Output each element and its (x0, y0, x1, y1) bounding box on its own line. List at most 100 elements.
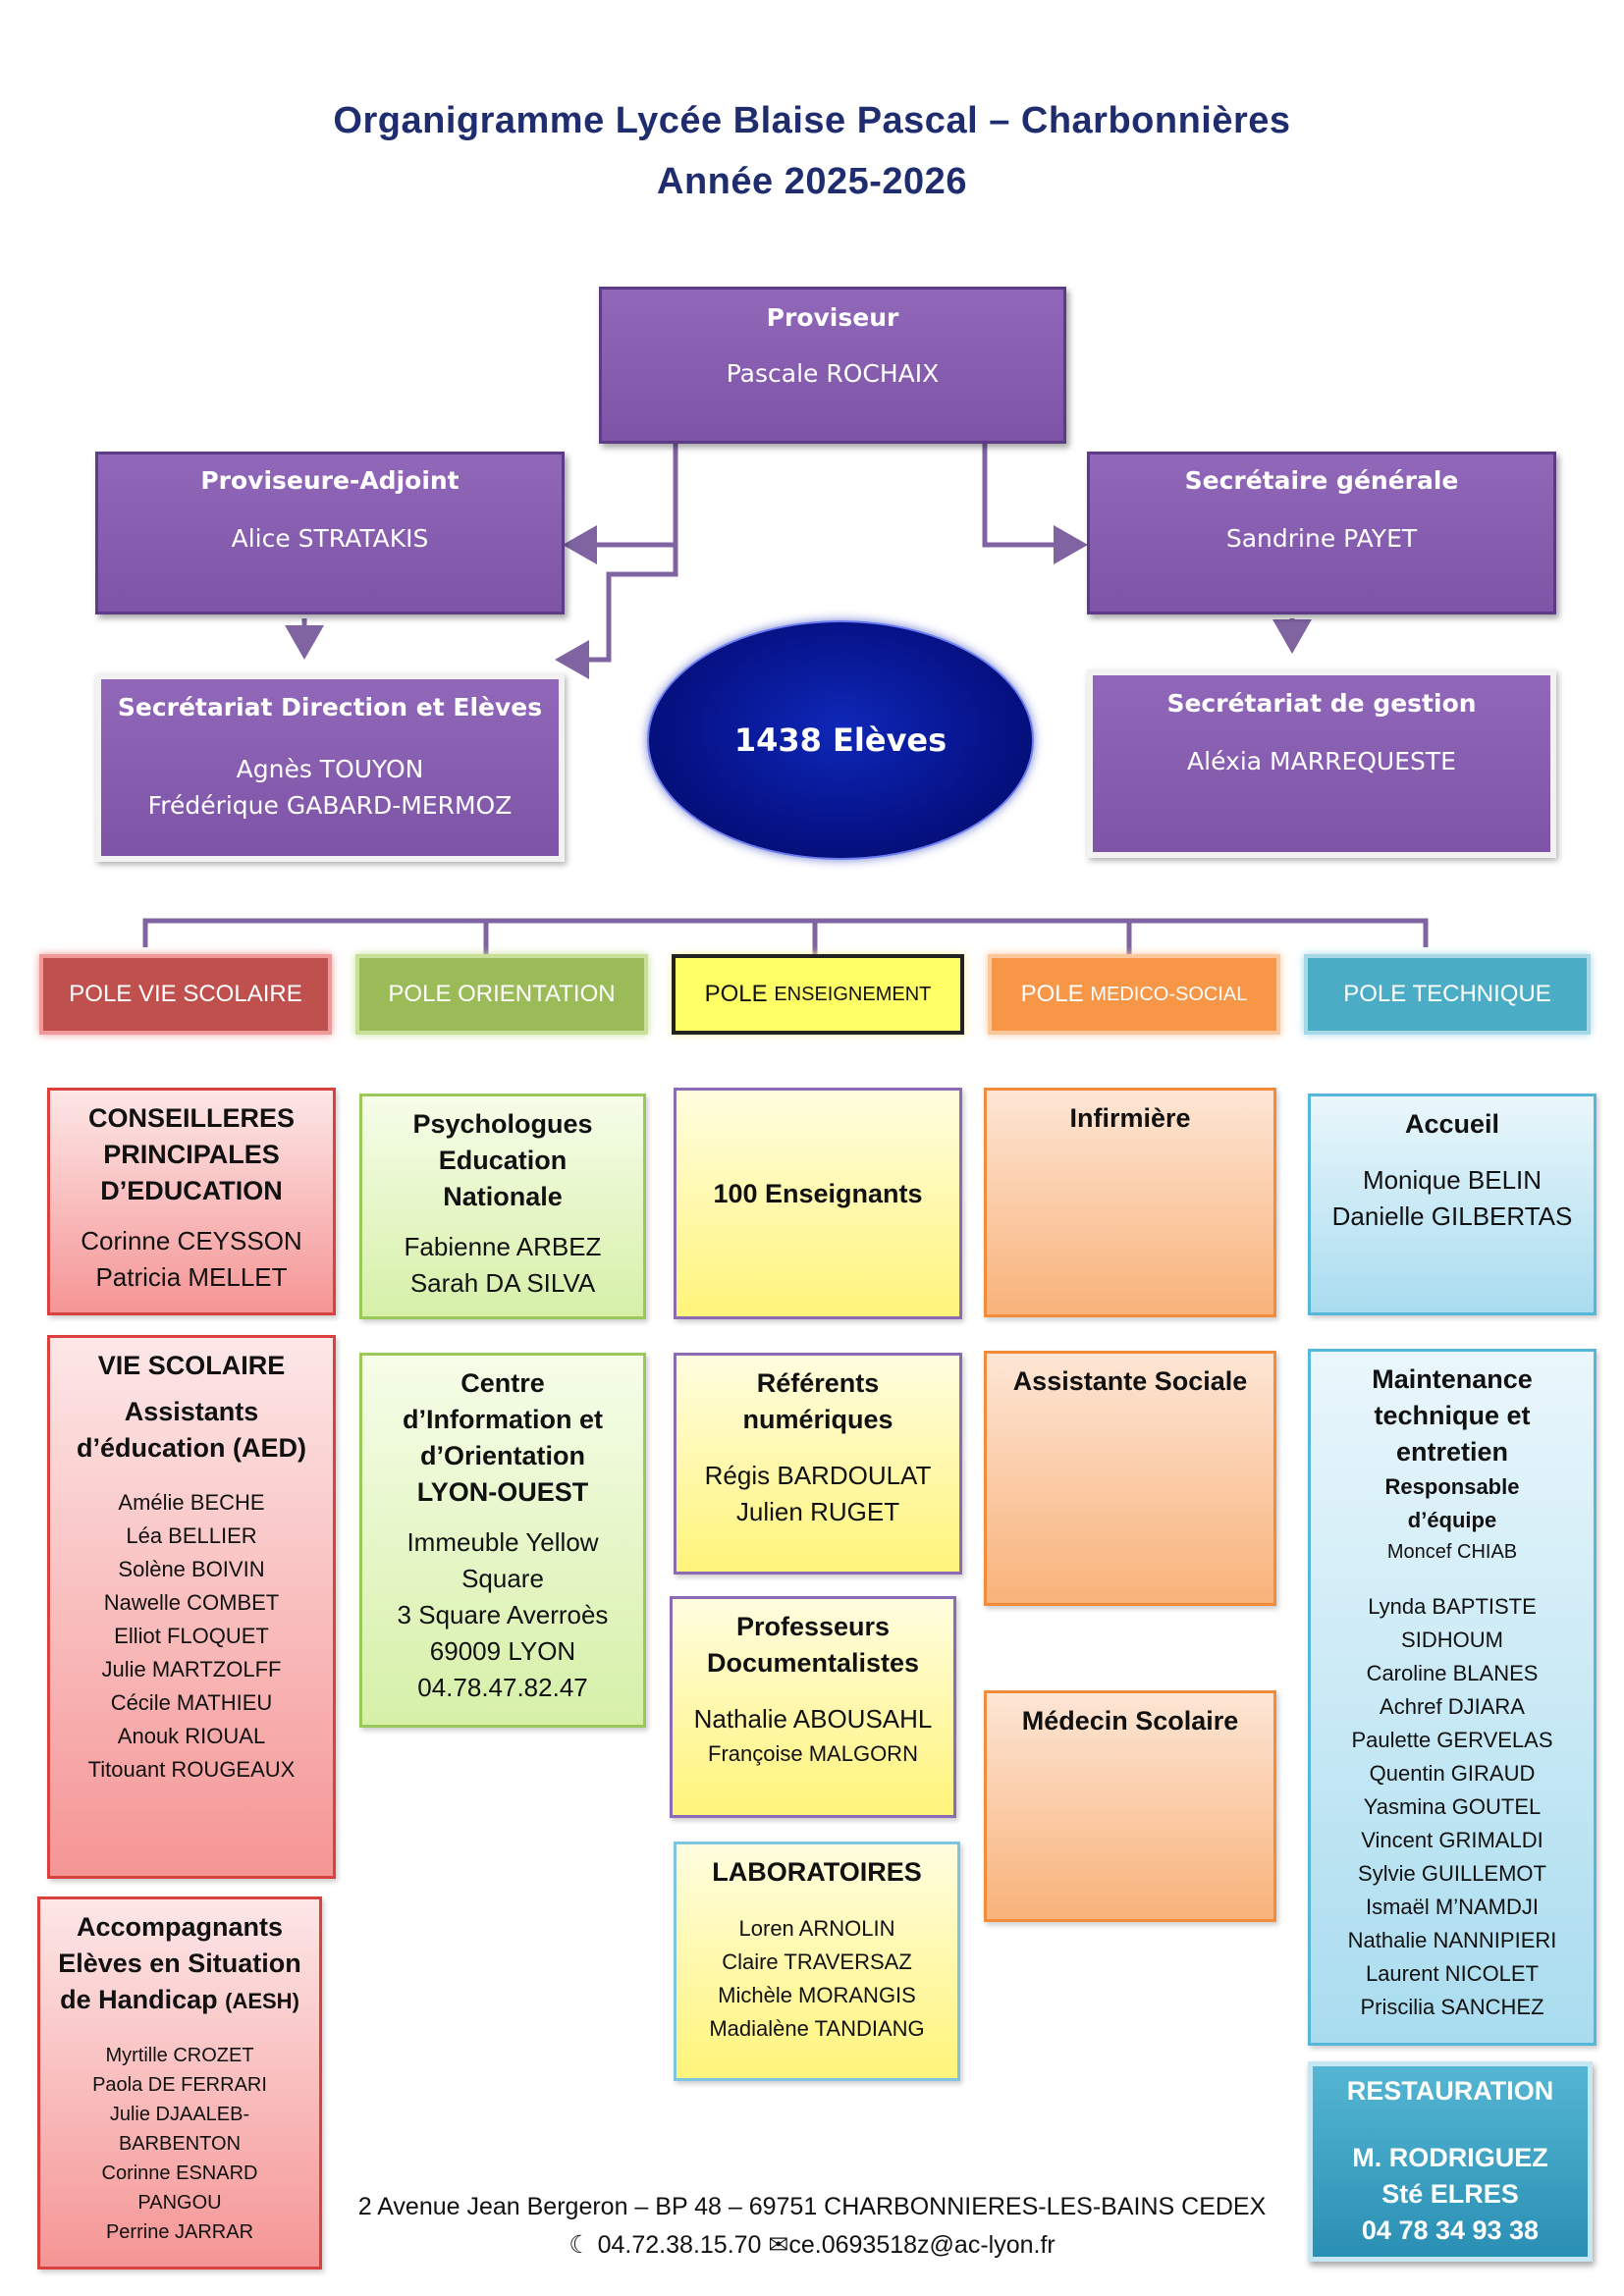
aesh-list: Myrtille CROZET Paola DE FERRARI Julie D… (40, 2041, 319, 2247)
maintenance-card: Maintenance technique et entretien Respo… (1308, 1349, 1597, 2046)
psy-title-1: Psychologues (412, 1109, 593, 1139)
psychologues-card: Psychologues Education Nationale Fabienn… (359, 1094, 646, 1319)
docs-name-1: Nathalie ABOUSAHL (693, 1704, 933, 1734)
cio-card: Centre d’Information et d’Orientation LY… (359, 1353, 646, 1728)
cio-line-2: Square (461, 1564, 544, 1593)
proviseur-title: Proviseur (766, 303, 899, 332)
referents-name-2: Julien RUGET (735, 1497, 900, 1526)
adjoint-name: Alice STRATAKIS (231, 524, 429, 553)
year-title: Année 2025-2026 (657, 161, 967, 202)
docs-title-1: Professeurs (735, 1612, 891, 1641)
pole-vie-scolaire: POLE VIE SCOLAIRE (39, 954, 332, 1035)
aesh-title-2: Elèves en Situation (58, 1949, 301, 1978)
aed-name: Elliot FLOQUET (114, 1624, 269, 1648)
labo-name: Michèle MORANGIS (718, 1983, 916, 2007)
pole-medico-label-small: MEDICO-SOCIAL (1090, 983, 1248, 1005)
cio-line-1: Immeuble Yellow (406, 1527, 599, 1557)
secretariat-direction-title: Secrétariat Direction et Elèves (117, 693, 543, 721)
infirmiere-card: Infirmière (984, 1088, 1276, 1317)
medecin-scolaire-title: Médecin Scolaire (1021, 1706, 1239, 1735)
secretariat-direction-name-1: Agnès TOUYON (236, 755, 424, 783)
cio-title-3: d’Orientation (420, 1441, 585, 1470)
arrow-to-adjoint (563, 442, 678, 564)
pole-medico-social: POLE MEDICO-SOCIAL (988, 954, 1280, 1035)
pole-enseignement-label-small: ENSEIGNEMENT (774, 983, 932, 1005)
docs-title-2: Documentalistes (706, 1648, 920, 1678)
cio-title-4: LYON-OUEST (416, 1477, 589, 1507)
cpe-name-2: Patricia MELLET (95, 1262, 288, 1292)
psy-name-1: Fabienne ARBEZ (404, 1232, 602, 1261)
maintenance-name: Vincent GRIMALDI (1361, 1828, 1543, 1852)
secretariat-gestion-name: Aléxia MARREQUESTE (1187, 747, 1456, 775)
page-title: Organigramme Lycée Blaise Pascal – Charb… (333, 100, 1291, 141)
aed-name: Solène BOIVIN (118, 1557, 265, 1581)
aed-list: Amélie BECHE Léa BELLIER Solène BOIVIN N… (50, 1486, 333, 1787)
adjoint-box: Proviseure-Adjoint Alice STRATAKIS (95, 452, 565, 614)
aesh-title-3-main: de Handicap (60, 1985, 226, 2014)
documentalistes-card: Professeurs Documentalistes Nathalie ABO… (670, 1596, 956, 1818)
cpe-title-2: PRINCIPALES (103, 1140, 280, 1169)
responsable-name: Moncef CHIAB (1386, 1541, 1518, 1563)
secretariat-gestion-title: Secrétariat de gestion (1166, 689, 1477, 718)
cpe-card: CONSEILLERES PRINCIPALES D’EDUCATION Cor… (47, 1088, 336, 1315)
maintenance-name: Sylvie GUILLEMOT (1358, 1861, 1546, 1886)
psy-name-2: Sarah DA SILVA (409, 1268, 596, 1298)
aesh-name: Perrine JARRAR (105, 2221, 254, 2243)
maintenance-name: Nathalie NANNIPIERI (1347, 1928, 1557, 1952)
arrow-to-secretaire-generale (982, 442, 1088, 564)
aesh-name: PANGOU (137, 2192, 222, 2214)
secretariat-gestion-box: Secrétariat de gestion Aléxia MARREQUEST… (1087, 669, 1556, 858)
vs-subtitle-1: Assistants (124, 1397, 259, 1426)
pole-enseignement: POLE ENSEIGNEMENT (672, 954, 964, 1035)
maintenance-title-3: entretien (1395, 1437, 1509, 1467)
labo-name: Claire TRAVERSAZ (722, 1949, 912, 1974)
arrow-to-secretariat-direction (555, 545, 678, 679)
proviseur-box: Proviseur Pascale ROCHAIX (599, 287, 1066, 444)
pole-enseignement-label: POLE (704, 981, 768, 1007)
cio-phone: 04.78.47.82.47 (417, 1673, 588, 1702)
footer-address: 2 Avenue Jean Bergeron – BP 48 – 69751 C… (357, 2193, 1267, 2220)
adjoint-title: Proviseure-Adjoint (200, 466, 460, 495)
psy-title-3: Nationale (443, 1182, 563, 1211)
restauration-card: RESTAURATION M. RODRIGUEZ Sté ELRES 04 7… (1308, 2061, 1593, 2262)
docs-name-2: Françoise MALGORN (708, 1741, 918, 1766)
cio-line-4: 69009 LYON (429, 1636, 576, 1666)
footer-contact: ☾ 04.72.38.15.70 ✉ce.0693518z@ac-lyon.fr (0, 2230, 1624, 2260)
aed-name: Nawelle COMBET (103, 1590, 280, 1615)
aed-name: Amélie BECHE (118, 1490, 265, 1515)
poles-bus-line (142, 918, 1429, 947)
maintenance-name: Lynda BAPTISTE (1368, 1594, 1537, 1619)
restauration-line-2: Sté ELRES (1381, 2179, 1519, 2209)
maintenance-name: Quentin GIRAUD (1369, 1761, 1536, 1786)
vs-subtitle-2: d’éducation (AED) (77, 1433, 306, 1463)
accueil-name-1: Monique BELIN (1362, 1165, 1543, 1195)
psy-title-2: Education (438, 1146, 568, 1175)
accueil-title: Accueil (1404, 1109, 1500, 1139)
cpe-name-1: Corinne CEYSSON (81, 1226, 302, 1255)
medecin-scolaire-card: Médecin Scolaire (984, 1690, 1276, 1922)
aed-name: Julie MARTZOLFF (101, 1657, 282, 1682)
secgen-title: Secrétaire générale (1184, 466, 1459, 495)
referents-card: Référents numériques Régis BARDOULAT Jul… (674, 1353, 962, 1575)
pole-medico-label: POLE (1020, 981, 1084, 1007)
maintenance-title-1: Maintenance (1372, 1364, 1533, 1394)
aed-name: Anouk RIOUAL (117, 1724, 266, 1748)
secretariat-direction-box: Secrétariat Direction et Elèves Agnès TO… (95, 673, 565, 862)
restauration-phone: 04 78 34 93 38 (1361, 2216, 1540, 2245)
aesh-name: BARBENTON (118, 2133, 242, 2155)
enseignants-card: 100 Enseignants (674, 1088, 962, 1319)
labo-name: Madialène TANDIANG (709, 2016, 925, 2041)
aed-name: Titouant ROUGEAUX (87, 1757, 296, 1782)
maintenance-title-2: technique et (1374, 1401, 1531, 1430)
eleves-count-oval: 1438 Elèves (647, 620, 1034, 860)
referents-title-2: numériques (742, 1405, 893, 1434)
aesh-name: Myrtille CROZET (105, 2045, 254, 2066)
vie-scolaire-card: VIE SCOLAIRE Assistants d’éducation (AED… (47, 1335, 336, 1879)
aesh-name: Corinne ESNARD (101, 2163, 258, 2184)
enseignants-count: 100 Enseignants (713, 1179, 923, 1208)
maintenance-name: Ismaël M’NAMDJI (1365, 1895, 1539, 1919)
aed-name: Léa BELLIER (126, 1523, 257, 1548)
aesh-title-3-small: (AESH) (225, 1989, 299, 2013)
aed-name: Cécile MATHIEU (110, 1690, 273, 1715)
